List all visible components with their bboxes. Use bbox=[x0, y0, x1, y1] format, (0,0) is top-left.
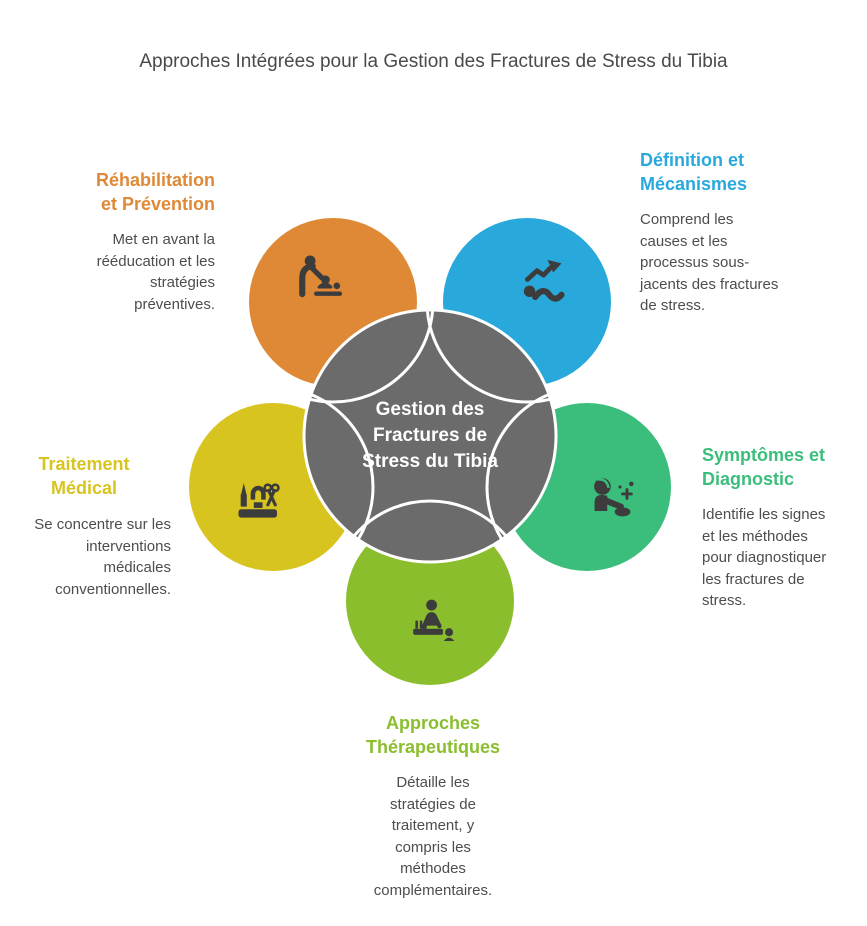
section-rehabilitation-description: Met en avant la rééducation et les strat… bbox=[96, 231, 215, 313]
section-traitement-description: Se concentre sur les interventions médic… bbox=[34, 516, 171, 598]
section-rehabilitation: Réhabilitation et Prévention Met en avan… bbox=[45, 168, 215, 315]
page-title: Approches Intégrées pour la Gestion des … bbox=[139, 51, 728, 72]
section-approches-description: Détaille les stratégies de traitement, y… bbox=[373, 774, 493, 899]
falling-person-trend-arrow-icon bbox=[523, 259, 565, 302]
section-symptomes-description: Identifie les signes et les méthodes pou… bbox=[702, 506, 827, 609]
center-circle bbox=[302, 308, 558, 564]
section-rehabilitation-heading: Réhabilitation et Prévention bbox=[95, 170, 215, 214]
massage-therapy-icon bbox=[413, 599, 455, 641]
surgical-tools-icon bbox=[238, 483, 280, 518]
center-label: Gestion des Fractures de Stress du Tibia bbox=[362, 399, 498, 472]
section-traitement-heading: Traitement Médical bbox=[38, 454, 130, 498]
section-approches: Approches Thérapeutiques Détaille les st… bbox=[323, 711, 543, 901]
caregiver-exercise-icon bbox=[299, 255, 343, 298]
petal-arcs bbox=[304, 310, 556, 562]
section-definition-description: Comprend les causes et les processus sou… bbox=[640, 211, 779, 314]
clinician-exam-icon bbox=[594, 478, 634, 517]
section-symptomes-heading: Symptômes et Diagnostic bbox=[702, 445, 826, 489]
section-definition-heading: Définition et Mécanismes bbox=[640, 150, 748, 194]
section-approches-heading: Approches Thérapeutiques bbox=[365, 713, 501, 757]
section-symptomes: Symptômes et Diagnostic Identifie les si… bbox=[702, 443, 862, 612]
section-definition: Définition et Mécanismes Comprend les ca… bbox=[640, 148, 810, 317]
